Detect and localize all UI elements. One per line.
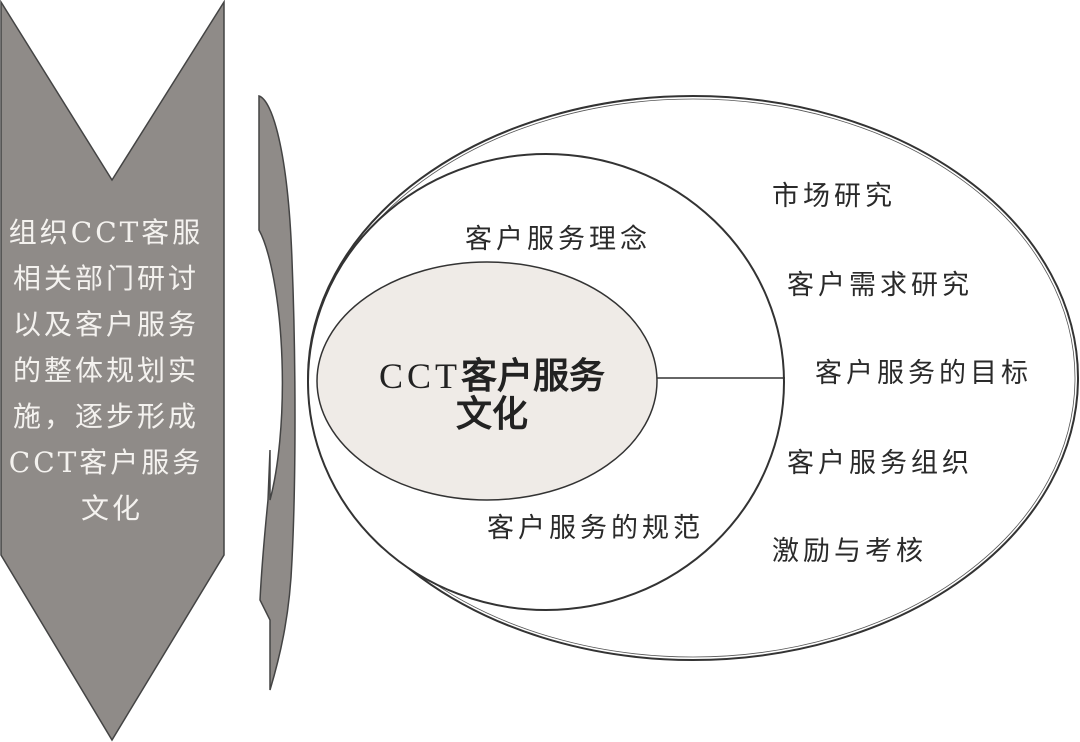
arrow-line: 文化	[81, 492, 143, 525]
arrow-line: CCT客户服务	[9, 446, 204, 479]
process-arrow	[0, 0, 225, 742]
outer-item: 客户需求研究	[787, 270, 973, 301]
outer-item: 客户服务组织	[787, 448, 973, 479]
middle-top-label: 客户服务理念	[465, 224, 651, 255]
arrow-text: 组织CCT客服 相关部门研讨 以及客户服务 的整体规划实 施，逐步形成 CCT客…	[9, 216, 215, 525]
middle-bottom-label: 客户服务的规范	[487, 513, 704, 544]
outer-item: 客户服务的目标	[815, 358, 1032, 389]
arrow-line: 组织CCT客服	[9, 216, 204, 249]
arrow-line: 的整体规划实	[13, 354, 199, 387]
core-title-line2: 文化	[456, 394, 528, 435]
curved-bracket	[258, 94, 296, 691]
arrow-line: 以及客户服务	[13, 308, 199, 341]
arrow-line: 施，逐步形成	[13, 400, 199, 433]
arrow-line: 相关部门研讨	[13, 262, 199, 295]
core-title-line1: CCT客户服务	[379, 356, 605, 397]
core-ellipse	[316, 261, 658, 501]
outer-item: 激励与考核	[772, 536, 927, 567]
outer-item: 市场研究	[772, 181, 896, 212]
